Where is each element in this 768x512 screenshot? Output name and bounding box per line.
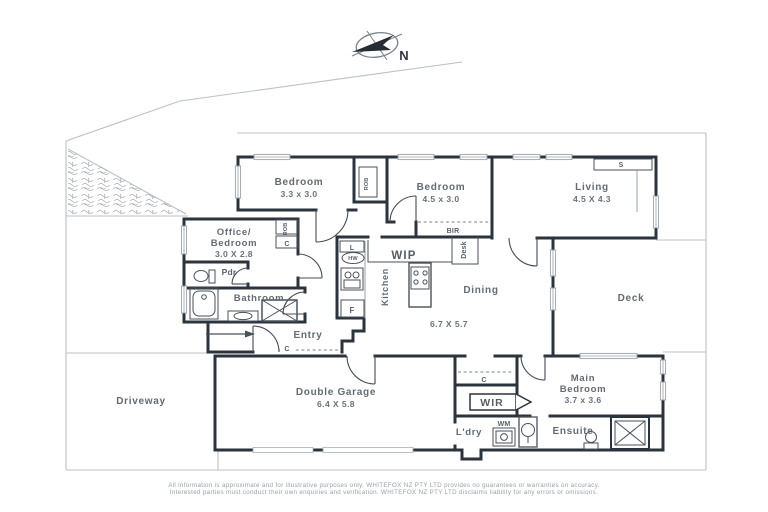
compass-icon: N — [351, 30, 409, 63]
label-linen: L — [350, 245, 355, 252]
cupboard-box-office — [275, 235, 299, 249]
entry-arrow-icon — [206, 330, 255, 338]
label-laundry: L'dry — [456, 427, 482, 438]
disclaimer: All information is approximate and for i… — [168, 482, 600, 496]
label-wip: WIP — [391, 250, 416, 262]
label-washing-machine: WM — [498, 421, 511, 428]
label-garage-dims: 6.4 X 5.8 — [317, 399, 355, 409]
linen-box — [339, 240, 365, 253]
disclaimer-line2: Interested parties must conduct their ow… — [170, 489, 598, 496]
robe-box-bedrooms — [358, 166, 378, 198]
bathtub-icon — [189, 287, 219, 320]
vegetation-hatch — [68, 149, 186, 214]
label-bedroom2-name: Bedroom — [417, 182, 466, 193]
label-driveway: Driveway — [116, 396, 166, 407]
label-main-bedroom-line2: Bedroom — [560, 384, 607, 395]
label-powder: Pdr — [222, 267, 237, 277]
label-office-line1: Office/ — [217, 227, 251, 238]
label-office-line2: Bedroom — [211, 238, 258, 249]
hot-water-icon — [341, 252, 365, 264]
fridge-box — [340, 299, 365, 318]
disclaimer-line1: All information is approximate and for i… — [168, 482, 600, 489]
robe-box-office — [275, 219, 299, 235]
label-bathroom: Bathroom — [234, 293, 284, 304]
label-deck: Deck — [618, 293, 645, 304]
storage-shelf — [593, 158, 653, 171]
label-fridge: F — [349, 306, 354, 315]
label-storage: S — [619, 162, 624, 169]
label-dining: Dining — [463, 285, 498, 296]
closet-dashed-lines — [279, 221, 513, 373]
label-ensuite: Ensuite — [552, 426, 593, 437]
label-entry: Entry — [293, 330, 322, 341]
label-robe-a: ROB — [364, 178, 370, 191]
basin-icon-hall — [518, 416, 538, 448]
vanity-icon-bathroom — [227, 310, 259, 322]
sink-icon — [340, 267, 364, 291]
wir-arrow — [469, 393, 533, 411]
toilet-icon-powder — [193, 270, 209, 282]
windows — [180, 153, 667, 401]
label-main-bedroom-dims: 3.7 x 3.6 — [564, 395, 601, 405]
label-bedroom1-name: Bedroom — [275, 177, 324, 188]
label-bedroom1-dims: 3.3 x 3.0 — [280, 189, 317, 199]
label-desk: Desk — [461, 241, 468, 259]
label-cupboard-entry: C — [284, 346, 289, 353]
shower-icon-ensuite — [610, 416, 650, 450]
washing-machine-icon — [492, 427, 516, 447]
label-cupboard-office: C — [284, 241, 289, 248]
toilet-icon-ensuite — [583, 431, 599, 450]
label-garage-name: Double Garage — [296, 387, 376, 398]
label-bedroom2-dims: 4.5 x 3.0 — [422, 194, 459, 204]
label-hot-water: HW — [348, 256, 358, 262]
label-living-dims: 4.5 X 4.3 — [573, 194, 611, 204]
garage-door — [252, 447, 414, 453]
label-openplan-dims: 6.7 X 5.7 — [430, 319, 468, 329]
shower-icon-bathroom — [261, 299, 298, 322]
property-boundary — [65, 61, 707, 471]
label-cupboard-main: C — [481, 377, 486, 384]
compass-north-label: N — [399, 48, 408, 63]
fixtures — [189, 158, 653, 453]
labels: Bedroom 3.3 x 3.0 Bedroom 4.5 x 3.0 Livi… — [116, 162, 645, 438]
island-bench — [408, 262, 432, 308]
label-main-bedroom-line1: Main — [571, 373, 595, 384]
label-kitchen: Kitchen — [380, 268, 390, 306]
label-bir: BIR — [447, 228, 460, 235]
doors — [231, 195, 546, 385]
label-living-name: Living — [575, 182, 609, 193]
label-wir: WIR — [480, 397, 503, 409]
label-robe-b: ROB — [283, 223, 289, 236]
label-office-dims: 3.0 X 2.8 — [215, 249, 253, 259]
stove-icon — [410, 266, 430, 290]
